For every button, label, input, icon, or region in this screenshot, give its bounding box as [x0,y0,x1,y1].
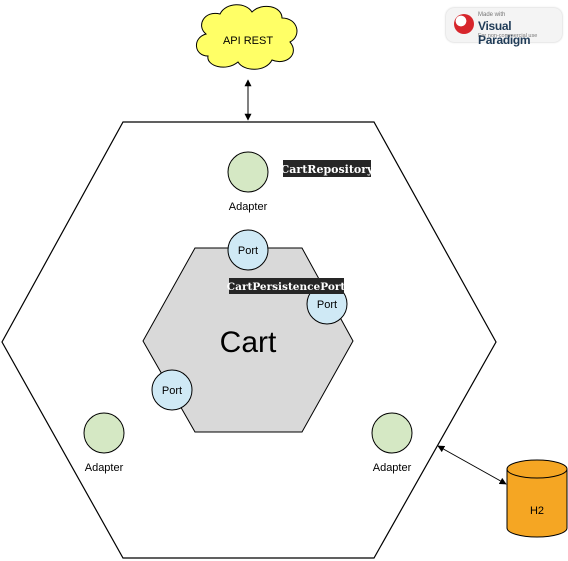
cart-persistence-port-tag-bg [229,278,344,294]
watermark-made-with: Made with [478,12,506,18]
h2-database: H2 [506,459,568,538]
visual-paradigm-watermark: Made with Visual Paradigm For non-commer… [446,8,562,47]
cart-repository-tag-bg [283,160,371,177]
top-port-circle [227,229,269,271]
right-port-label: Port [317,299,337,311]
visual-paradigm-logo-icon [454,14,474,34]
db-connector [437,445,507,485]
right-adapter-label: Adapter [373,462,412,474]
watermark-brand: Visual Paradigm [478,19,531,47]
top-adapter-circle [227,151,269,193]
left-port-label: Port [162,385,182,397]
cart-persistence-port-tag: CartPersistencePort [227,281,346,293]
cart-repository-tag: CartRepository [281,163,375,176]
top-adapter-label: Adapter [229,201,268,213]
api-rest-label: API REST [223,35,273,47]
h2-label: H2 [530,505,544,517]
api-rest-cloud: API REST [196,4,298,70]
left-adapter-label: Adapter [85,462,124,474]
top-port-label: Port [238,245,258,257]
watermark-subtitle: For non-commercial use [478,33,538,39]
right-adapter-circle [371,412,413,454]
cart-label: Cart [220,326,277,359]
left-adapter-circle [83,412,125,454]
left-port-circle [151,369,193,411]
